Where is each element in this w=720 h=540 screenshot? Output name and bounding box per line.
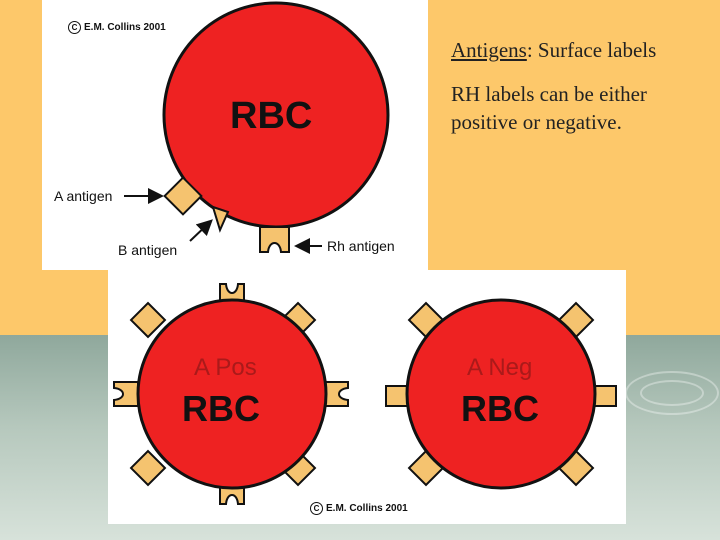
rbc-label: RBC (230, 95, 313, 137)
b-antigen-label: B antigen (118, 242, 178, 258)
a-neg-type-label: A Neg (467, 354, 533, 381)
a-neg-rbc-label: RBC (461, 388, 539, 429)
a-antigen-shape (163, 176, 203, 216)
a-pos-type-label: A Pos (194, 354, 257, 381)
rbc-antigen-diagram: C E.M. Collins 2001 RBC A antigen B anti… (42, 0, 428, 270)
slide-text: Antigens: Surface labels RH labels can b… (451, 36, 701, 152)
rh-antigen-shape (259, 226, 290, 253)
a-pos-rbc-label: RBC (182, 388, 260, 429)
rh-comparison-diagram: A Pos RBC A Neg RBC C E.M. Collins 2001 (108, 270, 626, 524)
antigens-definition-text: : Surface labels (526, 38, 657, 62)
rh-antigen-label: Rh antigen (327, 238, 395, 254)
rh-note: RH labels can be either positive or nega… (451, 82, 647, 134)
antigen-definition: Antigens: Surface labels (451, 36, 701, 64)
copyright-bottom: C E.M. Collins 2001 (310, 502, 408, 515)
rh-comparison-illustration (113, 283, 617, 505)
copyright-top: C E.M. Collins 2001 (68, 21, 166, 34)
copyright-icon: C (310, 502, 323, 515)
a-pos-cell (113, 283, 349, 505)
b-antigen-arrow (189, 219, 213, 242)
a-neg-cell (385, 298, 617, 490)
water-ripple-2 (625, 371, 719, 415)
rbc-antigen-illustration (124, 1, 390, 254)
a-antigen-label: A antigen (54, 188, 113, 204)
copyright-text: E.M. Collins 2001 (326, 503, 408, 514)
copyright-text: E.M. Collins 2001 (84, 22, 166, 33)
antigens-term: Antigens (451, 38, 527, 62)
copyright-icon: C (68, 21, 81, 34)
b-antigen-shape (211, 205, 230, 233)
